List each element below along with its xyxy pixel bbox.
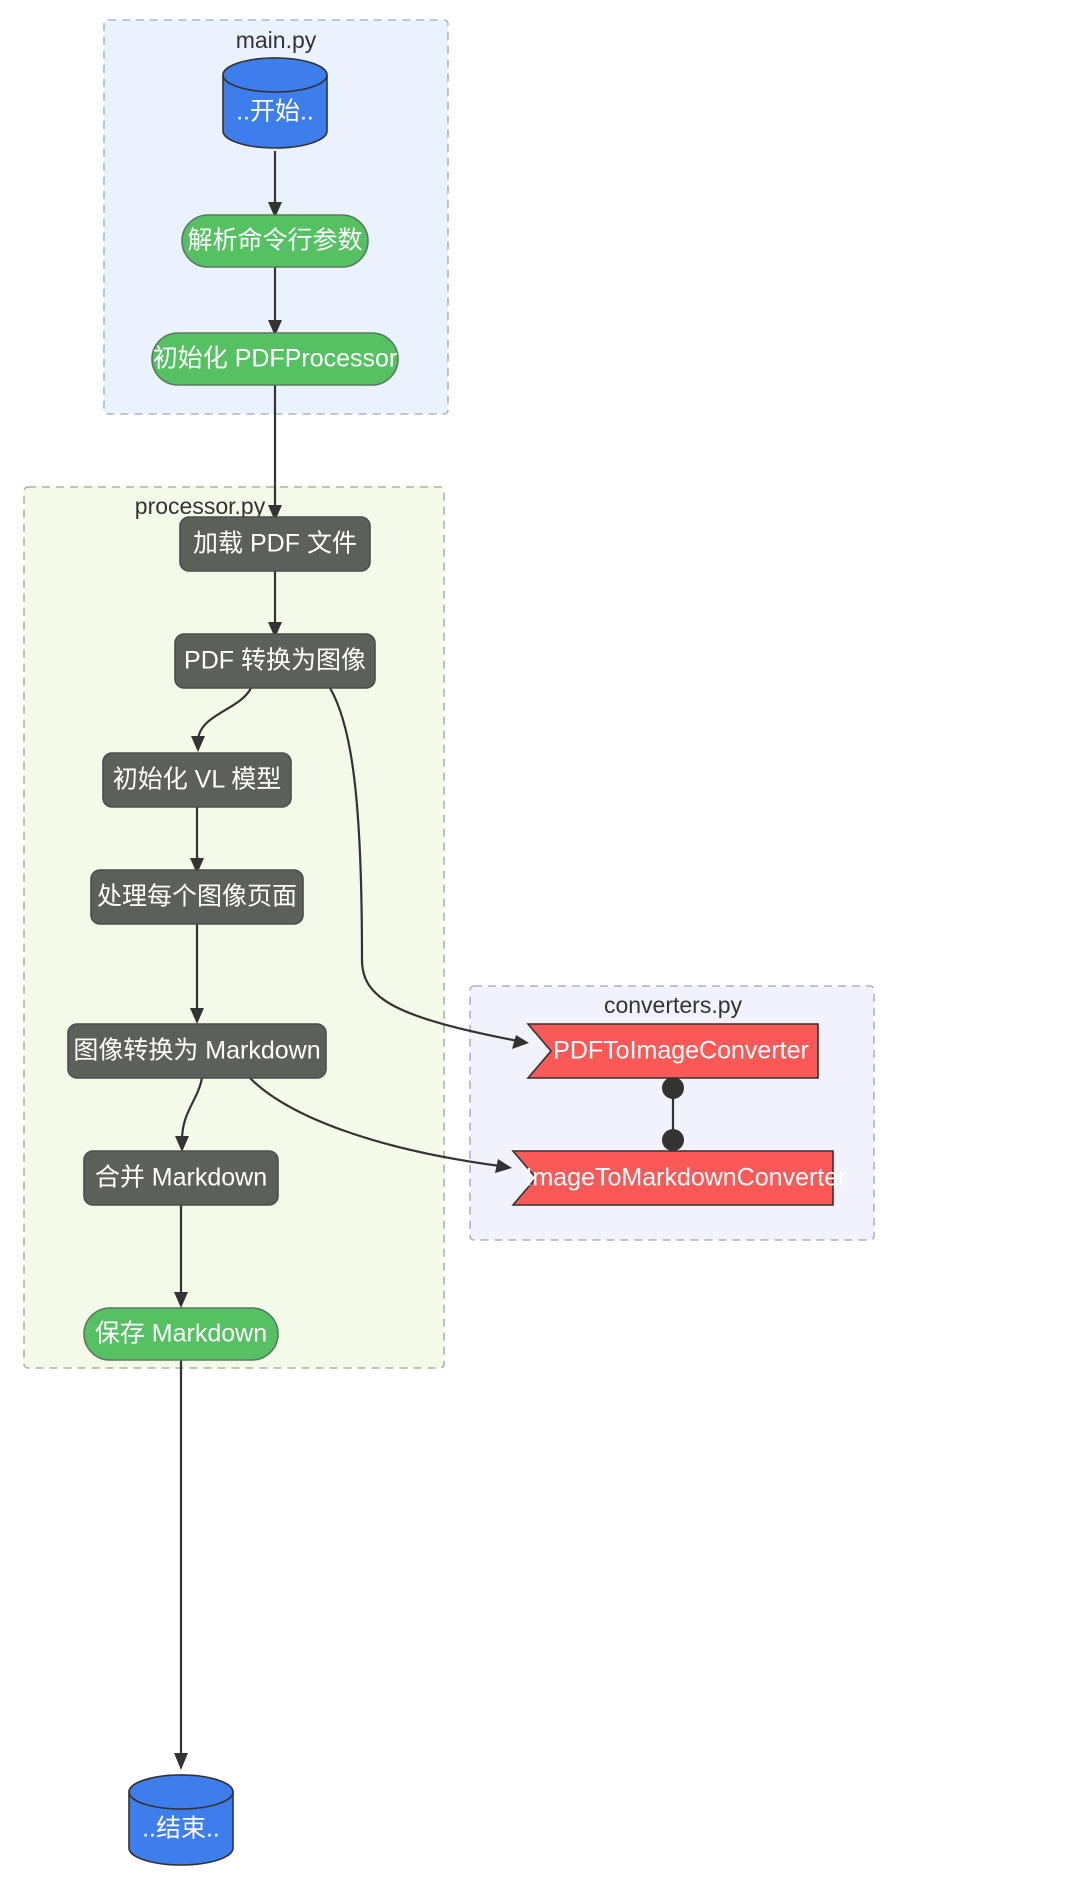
node-load-pdf[interactable]: 加载 PDF 文件 — [179, 516, 371, 572]
node-pdf-to-image-converter-shape[interactable] — [526, 1023, 819, 1079]
node-pdf-to-image-shape[interactable] — [174, 633, 376, 689]
edge-pdf-to-image-to-init-vl — [196, 687, 252, 741]
arrow-head-load-pdf-to-pdf-to-image — [268, 622, 282, 638]
node-save-markdown[interactable]: 保存 Markdown — [83, 1307, 279, 1361]
link-dot-bottom — [662, 1129, 684, 1151]
arrow-head-parse-args-to-init-processor — [268, 320, 282, 336]
node-merge-markdown-shape[interactable] — [83, 1150, 279, 1206]
node-image-to-markdown[interactable]: 图像转换为 Markdown — [67, 1023, 327, 1079]
node-pdf-to-image-converter[interactable]: PDFToImageConverter — [526, 1023, 819, 1079]
node-end-cylinder-top — [128, 1774, 234, 1810]
edge-layer — [174, 151, 684, 1770]
node-image-to-markdown-converter-shape[interactable] — [511, 1150, 834, 1206]
cluster-main-py-label: main.py — [236, 27, 317, 53]
node-load-pdf-shape[interactable] — [179, 516, 371, 572]
node-pdf-to-image[interactable]: PDF 转换为图像 — [174, 633, 376, 689]
link-dot-top — [662, 1077, 684, 1099]
node-image-to-markdown-shape[interactable] — [67, 1023, 327, 1079]
arrow-head-pdf-to-image-to-converter — [512, 1035, 529, 1049]
cluster-processor-py-rect — [23, 486, 445, 1369]
arrow-head-merge-to-save — [174, 1292, 188, 1308]
node-end[interactable]: ..结束.. — [128, 1774, 234, 1866]
node-init-vl-shape[interactable] — [102, 752, 292, 808]
node-init-vl[interactable]: 初始化 VL 模型 — [102, 752, 292, 808]
node-process-pages[interactable]: 处理每个图像页面 — [90, 869, 304, 925]
edge-pdf-to-image-to-converter — [329, 687, 519, 1043]
node-image-to-markdown-converter[interactable]: ImageToMarkdownConverter — [511, 1150, 846, 1206]
arrow-head-process-pages-to-image-to-markdown — [190, 1008, 204, 1024]
node-process-pages-shape[interactable] — [90, 869, 304, 925]
node-parse-args-shape[interactable] — [181, 214, 369, 268]
node-start[interactable]: ..开始.. — [222, 57, 328, 149]
node-merge-markdown[interactable]: 合并 Markdown — [83, 1150, 279, 1206]
node-parse-args[interactable]: 解析命令行参数 — [181, 214, 369, 268]
arrow-head-image-to-markdown-to-merge — [175, 1136, 189, 1152]
node-init-processor[interactable]: 初始化 PDFProcessor — [151, 332, 399, 386]
cluster-converters-py-label: converters.py — [604, 992, 743, 1018]
arrow-head-image-to-markdown-to-converter — [495, 1159, 512, 1173]
node-init-processor-shape[interactable] — [151, 332, 399, 386]
cluster-processor-py-label: processor.py — [135, 493, 266, 519]
node-save-markdown-shape[interactable] — [83, 1307, 279, 1361]
node-start-cylinder-top — [222, 57, 328, 93]
arrow-head-init-vl-to-process-pages — [190, 858, 204, 874]
arrow-head-pdf-to-image-to-init-vl — [191, 736, 205, 752]
arrow-head-start-to-parse-args — [268, 202, 282, 218]
edge-image-to-markdown-to-merge — [180, 1077, 204, 1141]
arrow-head-save-to-end — [174, 1753, 188, 1770]
cluster-processor-py: processor.py — [23, 486, 445, 1369]
arrow-head-init-processor-to-load-pdf — [268, 505, 282, 521]
edge-image-to-markdown-to-converter — [249, 1077, 501, 1168]
